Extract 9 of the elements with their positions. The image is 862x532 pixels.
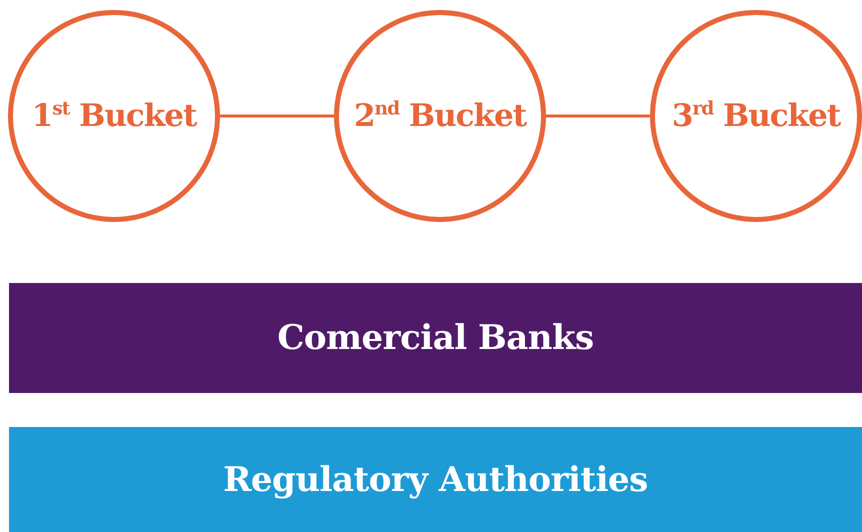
connector-line xyxy=(220,114,334,118)
node-label: 3$^{rd}$ Bucket xyxy=(672,98,840,134)
node-label: 2$^{nd}$ Bucket xyxy=(354,98,526,134)
banner-bar xyxy=(9,283,862,393)
banner-bar xyxy=(9,427,862,532)
banner-text: Comercial Banks xyxy=(277,318,594,358)
node-label: 1$^{st}$ Bucket xyxy=(32,98,196,134)
banner-text: Regulatory Authorities xyxy=(223,460,648,500)
connector-line xyxy=(546,114,650,118)
